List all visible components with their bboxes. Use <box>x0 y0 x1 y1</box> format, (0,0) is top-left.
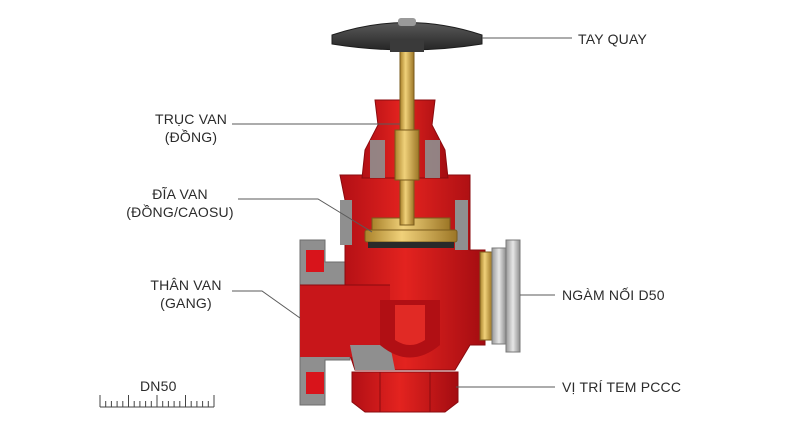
label-stem-line1: TRỤC VAN <box>154 111 228 127</box>
label-outlet: NGÀM NỐI D50 <box>562 287 665 303</box>
flange-bolt-top <box>306 250 324 272</box>
label-disc-line2: (ĐỒNG/CAOSU) <box>126 204 234 220</box>
leader-body <box>232 290 301 319</box>
flange-bolt-bottom <box>306 372 324 394</box>
label-tag: VỊ TRÍ TEM PCCC <box>562 379 682 395</box>
scale-ruler <box>99 395 215 408</box>
label-body: THÂN VAN (GANG) <box>140 276 232 312</box>
label-scale: DN50 <box>140 378 177 394</box>
valve-stem <box>394 49 420 226</box>
label-body-line2: (GANG) <box>160 295 212 311</box>
outlet-coupling <box>479 239 521 353</box>
label-handwheel: TAY QUAY <box>578 31 648 47</box>
label-stem-line2: (ĐỒNG) <box>164 129 218 145</box>
label-disc-line1: ĐĨA VAN <box>152 186 208 202</box>
bottom-nut <box>351 371 459 413</box>
leader-disc <box>238 198 373 233</box>
label-stem: TRỤC VAN (ĐỒNG) <box>146 110 236 146</box>
handwheel <box>331 18 483 52</box>
label-disc: ĐĨA VAN (ĐỒNG/CAOSU) <box>122 185 238 221</box>
label-body-line1: THÂN VAN <box>150 277 222 293</box>
leader-lines <box>232 37 572 388</box>
